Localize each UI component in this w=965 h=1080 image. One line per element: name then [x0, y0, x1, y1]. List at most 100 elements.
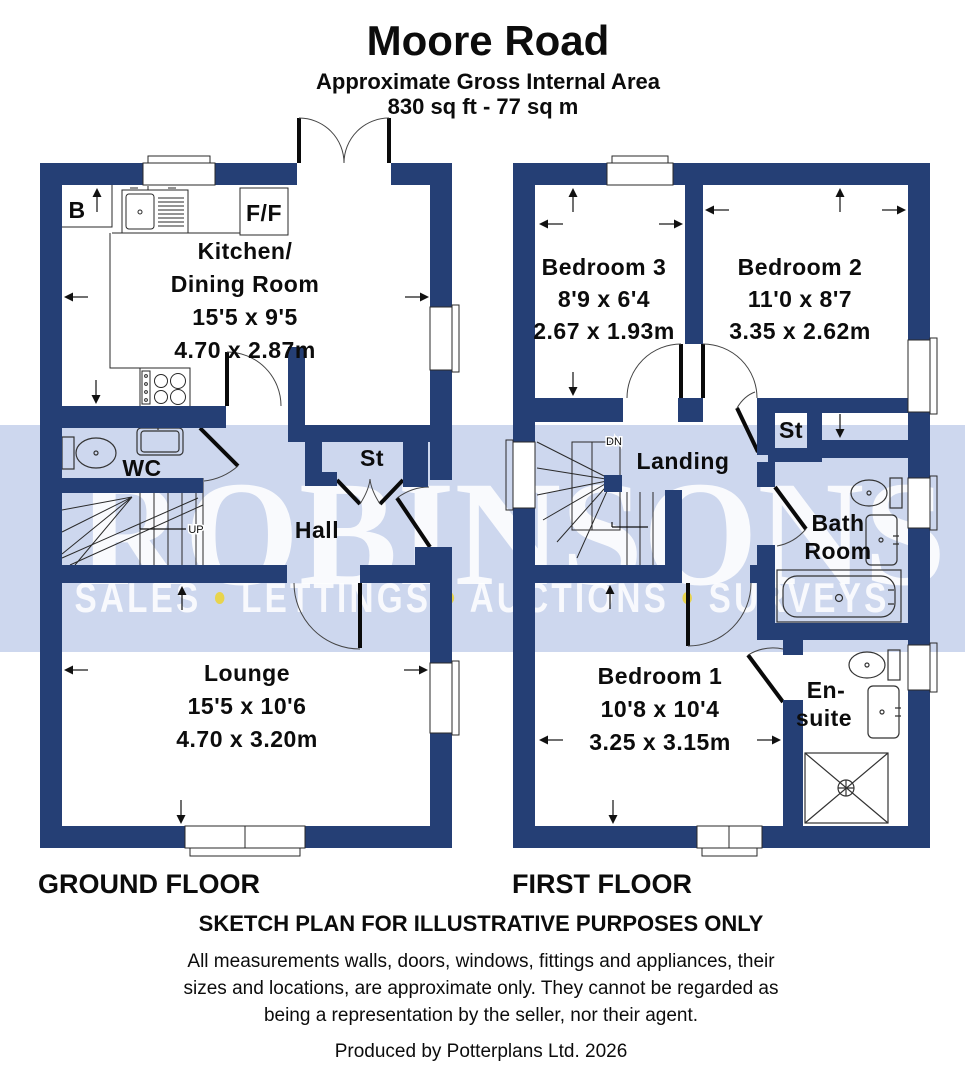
- bedroom1-door-arc: [687, 582, 752, 647]
- hob-controls: [141, 370, 151, 405]
- ground-floor-dimension-arrows: [64, 188, 429, 824]
- hob-ring: [154, 374, 168, 388]
- ensuite-door-arc: [747, 647, 784, 656]
- bathroom-door-leaf: [773, 485, 808, 531]
- page-subtitle: Approximate Gross Internal Area: [316, 69, 661, 94]
- disclaimer-line1: All measurements walls, doors, windows, …: [187, 951, 775, 972]
- produced-by: Produced by Potterplans Ltd. 2026: [335, 1041, 628, 1062]
- kitchen-side-window: [429, 306, 453, 371]
- first-floor-title: FIRST FLOOR: [512, 869, 692, 899]
- store-label-ground: St: [360, 445, 384, 471]
- kitchen-counter-side: [109, 233, 140, 369]
- ground-floor-doors: [198, 117, 432, 650]
- ground-floor-room-labels: B F/F Kitchen/ Dining Room 15'5 x 9'5 4.…: [68, 197, 384, 752]
- hob-ring: [170, 389, 186, 405]
- store-door-leaves: [335, 478, 405, 506]
- bathroom-door-arc: [776, 528, 807, 547]
- store-label-first: St: [779, 417, 803, 443]
- front-door-arc: [396, 486, 430, 499]
- wc-basin-inner: [140, 430, 180, 453]
- bathroom-basin: [865, 514, 898, 566]
- bathroom-toilet-cistern: [889, 477, 903, 509]
- ensuite-toilet-cistern: [887, 649, 901, 681]
- stair-winders: [61, 496, 133, 566]
- wc-door-arc: [203, 465, 239, 482]
- first-floor-windows: [505, 155, 938, 857]
- stairs-up-label: UP: [188, 524, 203, 536]
- stair-treads: [626, 492, 654, 565]
- wc-toilet-drain: [93, 450, 99, 456]
- fridge-freezer-box: [239, 187, 289, 236]
- first-floor-plan: DN: [505, 155, 938, 857]
- kitchen-taps: [130, 186, 176, 190]
- hall-label: Hall: [295, 517, 339, 543]
- fridge-freezer-label: F/F: [246, 200, 282, 226]
- bathroom-label-line1: Bath: [811, 510, 864, 536]
- disclaimer-line2: sizes and locations, are approximate onl…: [184, 978, 779, 999]
- first-floor-doors: [626, 343, 808, 704]
- front-door-leaf: [395, 496, 432, 549]
- kitchen-sink-bowl: [125, 193, 155, 230]
- bedroom3-label: Bedroom 3: [542, 254, 667, 280]
- kitchen-top-window: [142, 162, 216, 186]
- first-floor-dimension-arrows: [539, 188, 906, 824]
- stair-direction-line: [611, 522, 648, 528]
- hob-ring: [154, 390, 168, 404]
- ensuite-label-line2: suite: [796, 705, 852, 731]
- sketch-note: SKETCH PLAN FOR ILLUSTRATIVE PURPOSES ON…: [199, 911, 764, 936]
- kitchen-dims-imperial: 15'5 x 9'5: [192, 304, 297, 330]
- bathtub-drain: [834, 593, 844, 603]
- stair-break-lines: [61, 497, 204, 566]
- bedroom2-dims-imperial: 11'0 x 8'7: [748, 286, 852, 312]
- first-floor-stairs: DN: [536, 435, 654, 565]
- lounge-door-arc: [293, 582, 361, 650]
- wc-label: WC: [122, 455, 161, 481]
- bedroom2-dims-metric: 3.35 x 2.62m: [729, 318, 871, 344]
- stair-winders: [536, 441, 613, 559]
- kitchen-label-line1: Kitchen/: [198, 238, 293, 264]
- page-title: Moore Road: [367, 17, 610, 64]
- french-door-arcs: [298, 117, 390, 164]
- kitchen-sink-unit: [121, 189, 189, 234]
- kitchen-label-line2: Dining Room: [171, 271, 320, 297]
- kitchen-door-arc: [226, 351, 282, 407]
- bathroom-label-line2: Room: [804, 538, 871, 564]
- shower-tray: [804, 752, 889, 824]
- ensuite-basin: [867, 685, 900, 739]
- disclaimer-line3: being a representation by the seller, no…: [264, 1005, 698, 1026]
- store-door-arc-first: [736, 391, 756, 409]
- bedroom3-dims-metric: 2.67 x 1.93m: [533, 318, 675, 344]
- stair-direction-line: [139, 524, 186, 530]
- lounge-dims-metric: 4.70 x 3.20m: [176, 726, 318, 752]
- lounge-dims-imperial: 15'5 x 10'6: [188, 693, 307, 719]
- store-door-leaf-first: [735, 407, 760, 453]
- first-floor-walls: [513, 163, 930, 848]
- bedroom2-side-window: [907, 339, 931, 413]
- landing-label: Landing: [637, 448, 730, 474]
- first-floor-room-labels: Bedroom 3 8'9 x 6'4 2.67 x 1.93m Bedroom…: [533, 254, 871, 755]
- bedroom2-label: Bedroom 2: [738, 254, 863, 280]
- first-floor-fixtures: [776, 477, 903, 824]
- lounge-label: Lounge: [204, 660, 290, 686]
- stairs-down-label: DN: [606, 436, 622, 448]
- ground-floor-plan: UP: [40, 117, 460, 857]
- bedroom3-dims-imperial: 8'9 x 6'4: [558, 286, 650, 312]
- wc-door-leaf: [198, 426, 240, 468]
- bedroom1-label: Bedroom 1: [598, 663, 723, 689]
- gross-internal-area: 830 sq ft - 77 sq m: [388, 94, 579, 119]
- store-door-arcs: [359, 478, 381, 505]
- bathtub-inner: [782, 575, 896, 618]
- header: Moore Road Approximate Gross Internal Ar…: [316, 17, 661, 119]
- bedroom3-top-window: [606, 162, 674, 186]
- bedroom1-dims-imperial: 10'8 x 10'4: [601, 696, 720, 722]
- ground-floor-walls: [40, 163, 452, 848]
- bedroom1-dims-metric: 3.25 x 3.15m: [589, 729, 731, 755]
- ensuite-toilet-bowl: [848, 651, 886, 679]
- bathroom-side-window: [907, 477, 931, 529]
- bedroom3-door-arc: [626, 343, 682, 399]
- kitchen-drainer: [158, 197, 184, 227]
- boiler-label: B: [68, 197, 85, 223]
- wc-toilet-bowl: [75, 437, 117, 469]
